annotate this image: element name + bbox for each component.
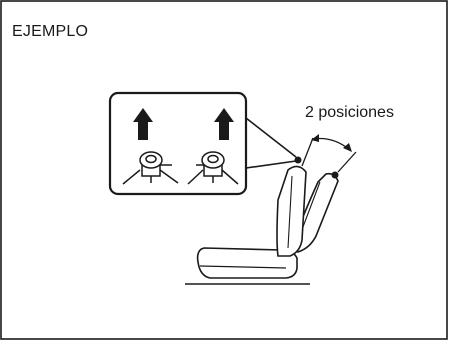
- arrowhead-left: [311, 134, 319, 142]
- arrowhead-right: [343, 143, 352, 152]
- up-arrow-icon: [214, 108, 234, 140]
- seatback-upright: [276, 165, 307, 257]
- positions-label: 2 posiciones: [305, 104, 394, 121]
- callout-pointer-upper: [245, 117, 297, 158]
- latch-point-reclined: [331, 171, 339, 179]
- up-arrow-icon: [133, 108, 153, 140]
- angle-leader-reclined: [337, 151, 357, 173]
- callout-pointer-lower: [245, 160, 297, 169]
- latch-point-upright: [294, 156, 302, 164]
- headrest-latch-knob-left: [122, 151, 179, 185]
- example-label: EJEMPLO: [12, 23, 89, 40]
- headrest-latch-knob-right: [187, 151, 239, 185]
- angle-leader-upright: [301, 137, 314, 167]
